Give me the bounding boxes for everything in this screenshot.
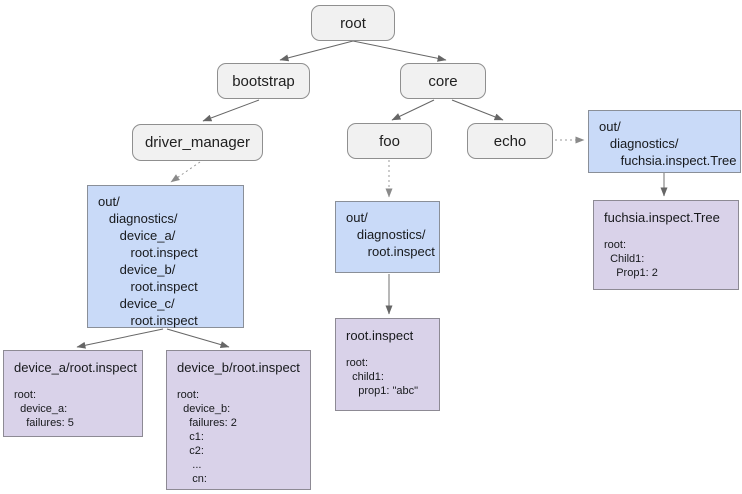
edge-core-echo	[451, 99, 504, 121]
inspect-box-device-b-title: device_b/root.inspect	[177, 360, 300, 375]
node-echo: echo	[467, 123, 553, 159]
node-core: core	[400, 63, 486, 99]
inspect-box-echo: fuchsia.inspect.Tree root: Child1: Prop1…	[593, 200, 739, 290]
edge-root-core	[352, 40, 447, 62]
edge-driver-manager-out	[170, 161, 201, 183]
inspect-box-device-a: device_a/root.inspect root: device_a: fa…	[3, 350, 143, 437]
inspect-box-foo: root.inspect root: child1: prop1: "abc"	[335, 318, 440, 411]
file-box-foo-out: out/ diagnostics/ root.inspect	[335, 201, 440, 273]
node-driver-manager: driver_manager	[132, 124, 263, 161]
inspect-box-foo-title: root.inspect	[346, 328, 414, 343]
node-foo: foo	[347, 123, 432, 159]
edge-bootstrap-driver-manager	[202, 99, 260, 122]
edge-core-foo	[391, 99, 435, 121]
inspect-box-device-a-title: device_a/root.inspect	[14, 360, 137, 375]
edge-out-device-b	[166, 328, 230, 348]
inspect-box-echo-body: root: Child1: Prop1: 2	[604, 239, 658, 279]
inspect-box-foo-body: root: child1: prop1: "abc"	[346, 357, 419, 397]
edge-out-device-a	[76, 328, 164, 349]
node-bootstrap: bootstrap	[217, 63, 310, 99]
edge-root-bootstrap	[279, 40, 354, 62]
node-root: root	[311, 5, 395, 41]
inspect-box-echo-title: fuchsia.inspect.Tree	[604, 210, 720, 225]
inspect-box-device-b-body: root: device_b: failures: 2 c1: c2: ... …	[177, 389, 237, 485]
file-box-echo-out: out/ diagnostics/ fuchsia.inspect.Tree	[588, 110, 741, 173]
inspect-box-device-b: device_b/root.inspect root: device_b: fa…	[166, 350, 311, 490]
inspect-box-device-a-body: root: device_a: failures: 5	[14, 389, 74, 429]
file-box-driver-manager-out: out/ diagnostics/ device_a/ root.inspect…	[87, 185, 244, 328]
